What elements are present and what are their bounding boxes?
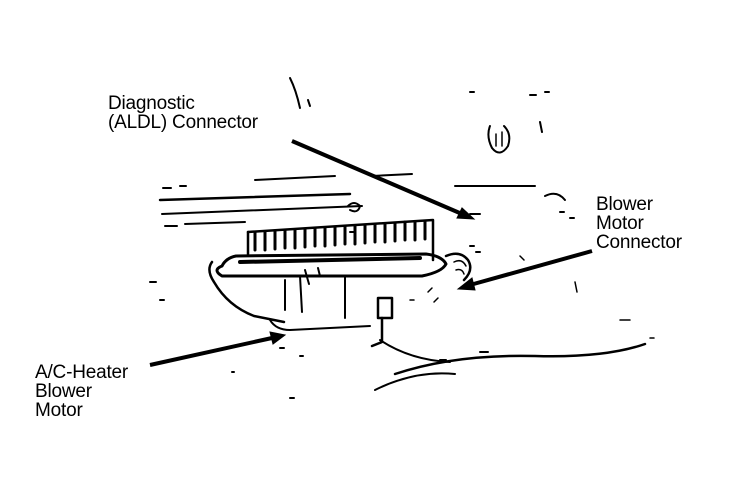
blower-motor-connector-label-line-3: Connector bbox=[596, 232, 682, 253]
blower-motor-connector-label: Blower Motor Connector bbox=[596, 195, 682, 252]
illustration-sketch bbox=[149, 77, 655, 399]
diagnostic-connector-label-line-2: (ALDL) Connector bbox=[108, 112, 258, 133]
diagnostic-connector-arrowhead bbox=[456, 207, 476, 220]
ac-heater-blower-motor-label-line-2: Blower bbox=[35, 381, 92, 402]
blower-motor-connector-label-line-1: Blower bbox=[596, 194, 653, 215]
diagnostic-connector-label-line-1: Diagnostic bbox=[108, 93, 195, 114]
blower-motor-connector-leader bbox=[469, 249, 593, 287]
blower-motor-connector-label-line-2: Motor bbox=[596, 213, 644, 234]
ac-heater-blower-motor-leader bbox=[149, 336, 273, 367]
leader-arrows bbox=[149, 139, 593, 367]
ac-heater-blower-motor-arrowhead bbox=[269, 331, 287, 345]
diagnostic-connector-label: Diagnostic (ALDL) Connector bbox=[108, 94, 258, 132]
ac-heater-blower-motor-label: A/C-Heater Blower Motor bbox=[35, 363, 128, 420]
ac-heater-blower-motor-label-line-1: A/C-Heater bbox=[35, 362, 129, 383]
ac-heater-blower-motor-label-line-3: Motor bbox=[35, 400, 83, 421]
blower-motor-connector-arrowhead bbox=[456, 277, 476, 291]
diagnostic-connector-leader bbox=[291, 139, 463, 216]
